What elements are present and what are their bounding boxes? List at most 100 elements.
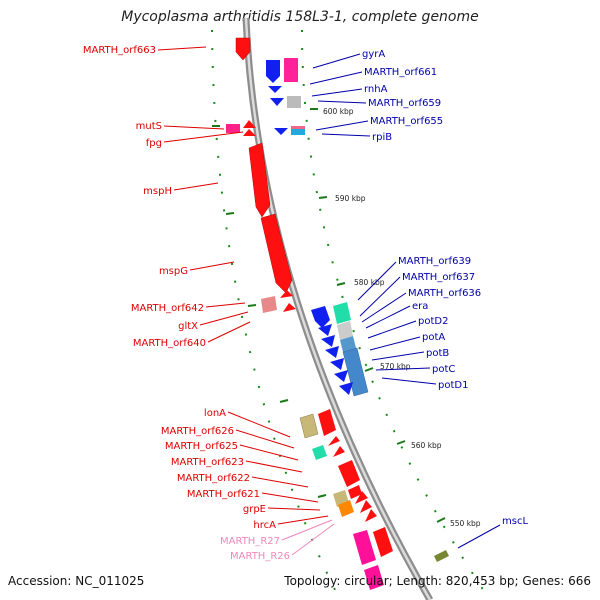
leader-marth-r26 [291, 523, 335, 556]
gene-marth-orf637 [333, 302, 351, 324]
label-marth-orf622: MARTH_orf622 [177, 473, 250, 484]
gene-gyra [266, 60, 280, 83]
gene-potd2 [321, 335, 335, 347]
label-gyra: gyrA [362, 49, 385, 60]
leader-marth-orf636 [361, 292, 407, 323]
leader-marth-orf639 [357, 261, 397, 301]
gene-mspg [260, 213, 293, 294]
gene-msph [248, 142, 271, 218]
gene-marth-orf655 [274, 128, 288, 135]
leader-marth-orf625 [239, 444, 299, 461]
leader-marth-orf621 [261, 492, 319, 503]
label-marth-orf637: MARTH_orf637 [402, 272, 475, 283]
leader-potc [375, 367, 431, 371]
tick-label-580: 580 kbp [354, 278, 385, 287]
tick-left-3 [247, 304, 257, 307]
gene-marth-orf623-b [333, 446, 345, 457]
label-msph: mspH [143, 186, 172, 197]
leader-lona [227, 411, 291, 438]
rna-labels: MARTH_R27 MARTH_R26 [220, 536, 290, 562]
gene-muts [226, 124, 240, 133]
label-marth-orf663: MARTH_orf663 [83, 45, 156, 56]
label-marth-orf661: MARTH_orf661 [364, 67, 437, 78]
label-marth-orf625: MARTH_orf625 [165, 441, 238, 452]
label-mspg: mspG [159, 266, 188, 277]
accession-text: Accession: NC_011025 [8, 574, 145, 588]
label-hrca: hrcA [253, 520, 276, 531]
label-marth-orf659: MARTH_orf659 [368, 98, 441, 109]
gene-marth-orf639 [311, 306, 330, 328]
gene-marth-orf640 [283, 303, 296, 312]
right-leader-lines [309, 53, 501, 549]
label-marth-orf621: MARTH_orf621 [187, 489, 260, 500]
gene-potd1-b [334, 370, 348, 382]
tick-left-4 [279, 399, 289, 403]
label-rnha: rnhA [364, 84, 388, 95]
leader-hrca [277, 515, 329, 525]
label-marth-orf640: MARTH_orf640 [133, 338, 206, 349]
gene-potc [342, 347, 369, 397]
gene-marth-orf622 [338, 460, 360, 487]
leader-rnha [311, 88, 363, 97]
genome-backbone-highlight [244, 17, 432, 600]
label-grpe: grpE [243, 504, 266, 515]
label-fpg: fpg [146, 138, 162, 149]
right-labels: gyrA MARTH_orf661 rnhA MARTH_orf659 MART… [362, 49, 528, 527]
leader-marth-orf637 [359, 276, 401, 317]
gene-marth-r27 [360, 500, 372, 513]
leader-marth-orf640 [207, 321, 251, 343]
label-marth-orf636: MARTH_orf636 [408, 288, 481, 299]
kbp-ticks [212, 108, 446, 523]
leader-pota [369, 336, 421, 351]
label-potc: potC [432, 364, 455, 375]
left-leader-lines [157, 46, 329, 525]
leader-marth-orf655 [315, 120, 369, 131]
tick-560 [396, 440, 406, 445]
label-era: era [412, 301, 428, 312]
leader-msph [173, 182, 219, 191]
label-rpib: rpiB [372, 132, 392, 143]
leader-marth-orf623 [245, 460, 303, 473]
reverse-genes [266, 58, 449, 562]
leader-fpg [163, 131, 244, 143]
tick-590 [318, 196, 328, 199]
leader-grpe [267, 507, 321, 511]
gene-pink-2 [364, 565, 384, 590]
tick-label-600: 600 kbp [323, 107, 354, 116]
label-marth-r27: MARTH_R27 [220, 536, 280, 547]
leader-marth-orf642 [205, 302, 246, 308]
gene-era [337, 321, 353, 340]
gene-marth-orf659-a [270, 98, 284, 106]
gene-potd1 [330, 358, 344, 370]
map-title: Mycoplasma arthritidis 158L3-1, complete… [121, 9, 479, 25]
leader-era [365, 305, 411, 329]
forward-genes [226, 37, 393, 590]
gene-potb [325, 346, 339, 358]
gene-rnha [268, 86, 282, 93]
label-pota: potA [422, 332, 445, 343]
gene-marth-orf663 [235, 37, 251, 61]
gene-marth-orf661 [284, 58, 298, 82]
label-marth-orf642: MARTH_orf642 [131, 303, 204, 314]
leader-potb [371, 351, 425, 361]
gene-hrca [348, 485, 362, 499]
gene-rpib-cap [291, 126, 305, 129]
tick-580 [336, 282, 346, 286]
tick-left-2 [225, 212, 235, 215]
label-potd1: potD1 [438, 380, 468, 391]
gene-marth-orf642 [261, 296, 277, 313]
label-marth-r26: MARTH_R26 [230, 551, 290, 562]
leader-potd1 [381, 377, 437, 385]
gene-mscl [434, 550, 449, 562]
leader-mscl [457, 524, 501, 549]
leader-marth-orf626 [235, 429, 295, 449]
label-potd2: potD2 [418, 316, 448, 327]
leader-marth-orf622 [251, 476, 309, 488]
tick-550 [436, 517, 446, 523]
leader-potd2 [367, 320, 417, 339]
label-marth-orf623: MARTH_orf623 [171, 457, 244, 468]
gene-marth-orf623 [328, 436, 340, 446]
gene-grpe [338, 500, 354, 517]
leader-rpib [321, 133, 371, 137]
